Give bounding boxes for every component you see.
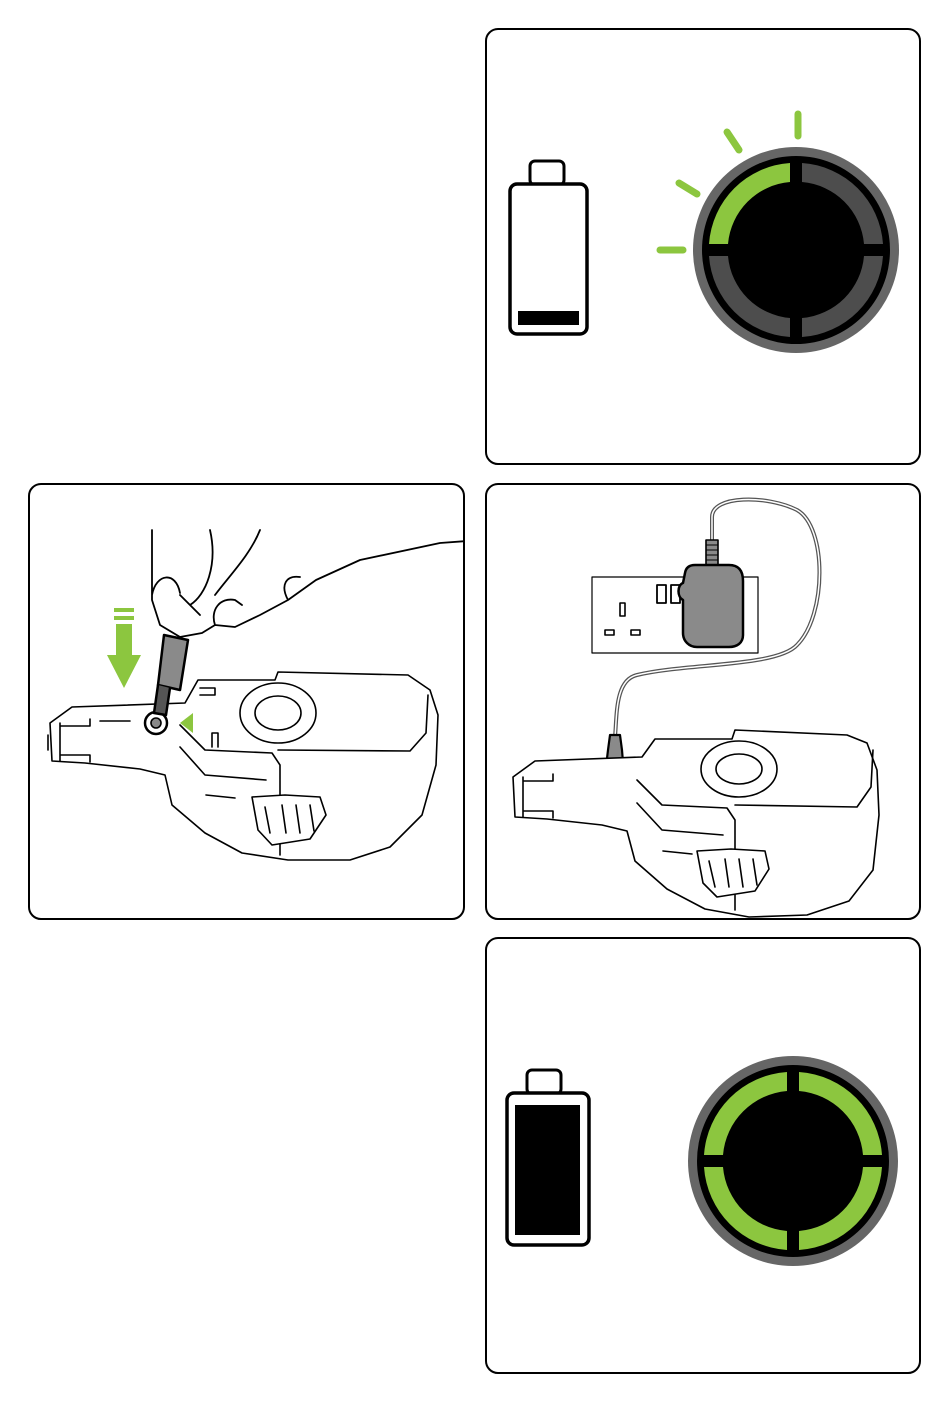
battery-low-icon bbox=[510, 161, 587, 334]
device-circle-outer bbox=[701, 741, 777, 797]
charge-ring-icon bbox=[688, 1056, 898, 1266]
down-arrow-icon bbox=[107, 608, 141, 688]
vacuum-body bbox=[513, 730, 879, 917]
battery-full-icon bbox=[507, 1070, 589, 1245]
hand-icon bbox=[152, 530, 465, 637]
charging-illustration bbox=[487, 485, 921, 920]
panel-full-battery bbox=[485, 937, 921, 1374]
panel-low-battery bbox=[485, 28, 921, 465]
panel-insert-connector bbox=[28, 483, 465, 920]
charge-ring-icon bbox=[693, 147, 899, 353]
full-battery-illustration bbox=[487, 939, 921, 1374]
battery-fill bbox=[515, 1105, 580, 1235]
battery-fill bbox=[518, 311, 579, 325]
device-circle-outer bbox=[240, 683, 316, 743]
connector-plug bbox=[158, 635, 188, 690]
low-battery-illustration bbox=[487, 30, 921, 465]
charger-plug-icon bbox=[679, 540, 744, 647]
panel-charging bbox=[485, 483, 921, 920]
insert-connector-illustration bbox=[30, 485, 465, 920]
